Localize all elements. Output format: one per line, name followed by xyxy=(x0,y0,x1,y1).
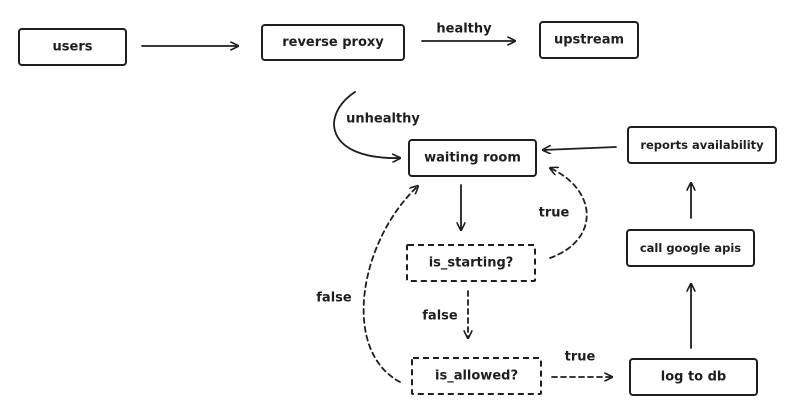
node-reverse-proxy: reverse proxy xyxy=(261,24,405,61)
node-label-waiting-room: waiting room xyxy=(424,151,521,166)
edge-label-false-allowed: false xyxy=(316,291,352,306)
node-label-is-allowed: is_allowed? xyxy=(435,369,518,384)
node-label-reverse-proxy: reverse proxy xyxy=(282,35,384,50)
node-log-to-db: log to db xyxy=(629,358,758,396)
node-label-reports-availability: reports availability xyxy=(640,138,764,152)
edges xyxy=(141,41,691,383)
edge-is-allowed-to-waiting-room xyxy=(362,186,418,383)
node-waiting-room: waiting room xyxy=(408,139,537,177)
edge-label-true-allowed: true xyxy=(565,350,596,365)
edge-labels: healthy unhealthy true false false true xyxy=(316,22,595,365)
edge-label-true-starting: true xyxy=(539,206,570,221)
edge-proxy-to-waiting-room xyxy=(333,91,400,158)
node-call-google-apis: call google apis xyxy=(626,229,755,267)
node-label-users: users xyxy=(53,40,93,55)
node-is-allowed: is_allowed? xyxy=(411,357,542,395)
edge-label-healthy: healthy xyxy=(436,22,492,37)
edge-reports-to-waiting-room xyxy=(543,147,617,150)
node-is-starting: is_starting? xyxy=(406,244,536,282)
node-label-log-to-db: log to db xyxy=(661,370,727,385)
node-label-upstream: upstream xyxy=(554,33,624,48)
edge-label-unhealthy: unhealthy xyxy=(346,112,420,127)
node-label-is-starting: is_starting? xyxy=(429,256,514,271)
node-label-call-google-apis: call google apis xyxy=(640,241,741,255)
node-upstream: upstream xyxy=(539,21,639,59)
node-users: users xyxy=(18,28,127,66)
edge-label-false-starting: false xyxy=(422,309,458,324)
node-reports-availability: reports availability xyxy=(627,126,777,164)
